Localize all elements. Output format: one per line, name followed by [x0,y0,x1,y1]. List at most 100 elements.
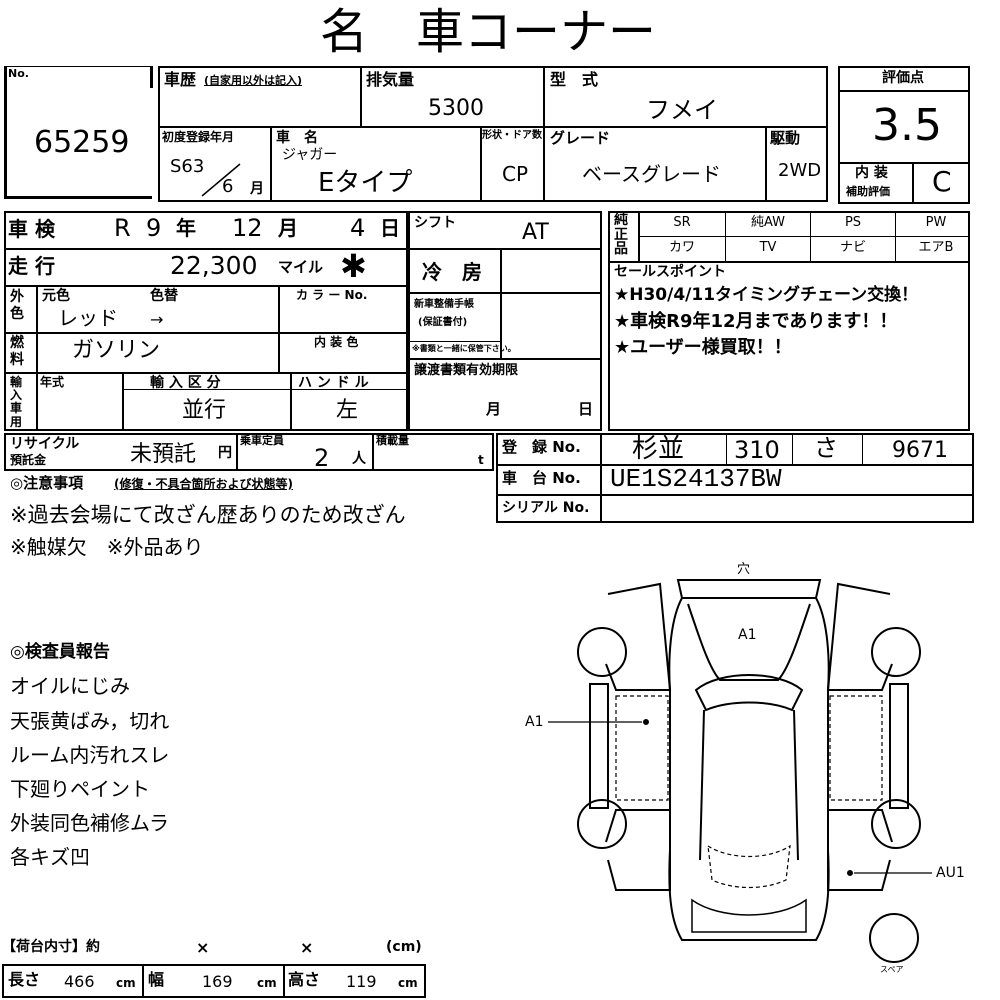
diagram-a1-left: A1 [525,714,544,730]
inspection-year-unit: 年 [176,216,196,240]
inspector-line-5: 外装同色補修ムラ [10,811,169,835]
equipment-row1-item: SR [673,215,691,230]
page-title: 名 車コーナー [320,4,657,60]
registration-class: 310 [734,436,780,464]
cargo-unit: (cm) [386,939,422,955]
import-section-label: 輸入車用 [10,375,23,429]
diagram-a1-roof: A1 [738,627,757,643]
score-value: 3.5 [872,100,942,151]
registration-grid [496,433,974,523]
repaint-label: 色替 [150,288,178,304]
cargo-length-label: 長さ [8,970,41,989]
chassis-value: UE1S24137BW [610,464,782,494]
orig-color-value: レッド [58,306,118,330]
equipment-row2-item: ナビ [839,240,866,255]
recycle-unit: 円 [218,445,232,461]
notes-sub: (修復・不具合箇所および状態等) [114,477,293,491]
shift-label: シフト [414,215,456,231]
interior-label: 内 装 [855,165,888,181]
cargo-title: 【荷台内寸】約 [2,939,100,955]
lot-label: No. [8,67,29,80]
inspection-day-unit: 日 [380,216,400,240]
recycle-label-1: リサイクル [10,436,80,452]
score-box [838,66,970,204]
cargo-length-cm: cm [116,976,136,990]
interior-color-label: 内 装 色 [314,335,359,349]
first-reg-label: 初度登録年月 [162,130,235,144]
cargo-width-cm: cm [257,976,277,990]
capacity-label: 乗車定員 [240,434,284,447]
registration-label: 登 録 No. [502,438,581,456]
chassis-label: 車 台 No. [502,469,581,487]
mileage-label: 走 行 [8,254,55,278]
drive-value: 2WD [778,160,822,181]
equipment-row2-item: TV [759,240,777,255]
history-label: 車歴 [164,70,197,89]
cargo-width: 169 [202,972,233,991]
equipment-grid [608,211,970,431]
shift-value: AT [522,220,549,245]
body-doors-value: CP [502,162,529,186]
maintenance-note: ※書類と一緒に保管下さい。 [412,344,516,353]
model-value: フメイ [646,96,718,124]
lot-box [4,66,154,200]
mileage-mark: ✱ [340,247,367,285]
first-reg-month-unit: 月 [250,181,264,197]
orig-color-label: 元色 [42,288,70,304]
serial-label: シリアル No. [502,500,590,516]
inspector-line-6: 各キズ凹 [10,845,90,869]
model-label: 型 式 [550,70,599,89]
recycle-grid [4,433,494,471]
first-reg-era: S63 [170,156,205,177]
load-label: 積載量 [376,434,409,447]
inspector-line-3: ルーム内汚れスレ [10,743,170,767]
capacity-unit: 人 [352,451,366,467]
cargo-width-label: 幅 [148,970,165,989]
displacement-label: 排気量 [366,70,415,89]
diagram-top-label: 穴 [737,562,751,577]
inspection-day: 4 [350,214,366,242]
color-section-label: 外色 [10,289,24,322]
registration-region: 杉並 [632,434,685,464]
recycle-value: 未預託 [130,442,197,467]
load-unit: t [478,453,484,467]
body-doors-label: 形状・ドア数 [482,130,542,141]
drive-label: 駆動 [770,129,801,147]
car-maker: ジャガー [282,147,338,163]
cargo-height-cm: cm [398,976,418,990]
sales-point-2: ★車検R9年12月まであります！！ [614,311,898,332]
repaint-arrow: → [150,310,164,329]
cargo-length: 466 [64,972,95,991]
cargo-grid [2,964,426,998]
equipment-row1-item: PW [925,215,947,230]
transfer-label: 譲渡書類有効期限 [414,363,519,378]
inspector-line-2: 天張黄ばみ，切れ [10,709,170,733]
lot-number: 65259 [34,125,130,160]
inspector-label: ◎検査員報告 [10,642,110,662]
equipment-row2-item: エアB [918,240,954,255]
car-damage-diagram [548,579,932,963]
fuel-section-label: 燃料 [10,335,24,368]
registration-number: 9671 [892,438,948,463]
car-name-value: Eタイプ [318,168,413,198]
aircon-label: 冷 房 [422,260,482,284]
inspection-year: 9 [146,214,162,242]
recycle-label-2: 預託金 [10,453,47,467]
maintenance-sub: (保証書付) [418,317,468,328]
diagram-spare-label: スペア [880,965,904,974]
inspection-label: 車 検 [8,217,55,241]
cargo-height-label: 高さ [288,970,321,989]
inspection-month-unit: 月 [278,216,298,240]
diagram-au1: AU1 [936,865,965,881]
inspector-line-4: 下廻りペイント [10,777,150,801]
import-type-value: 並行 [182,398,227,423]
note-line-2: ※触媒欠 ※外品あり [10,535,204,559]
grade-label: グレード [550,129,611,147]
capacity-value: 2 [314,444,330,472]
color-no-label: カ ラ ー No. [296,288,368,302]
handle-value: 左 [336,398,359,423]
note-line-1: ※過去会場にて改ざん歴ありのため改ざん [10,503,406,527]
sales-points-label: セールスポイント [614,264,726,280]
cargo-height: 119 [346,972,377,991]
cargo-x1: × [196,938,210,957]
